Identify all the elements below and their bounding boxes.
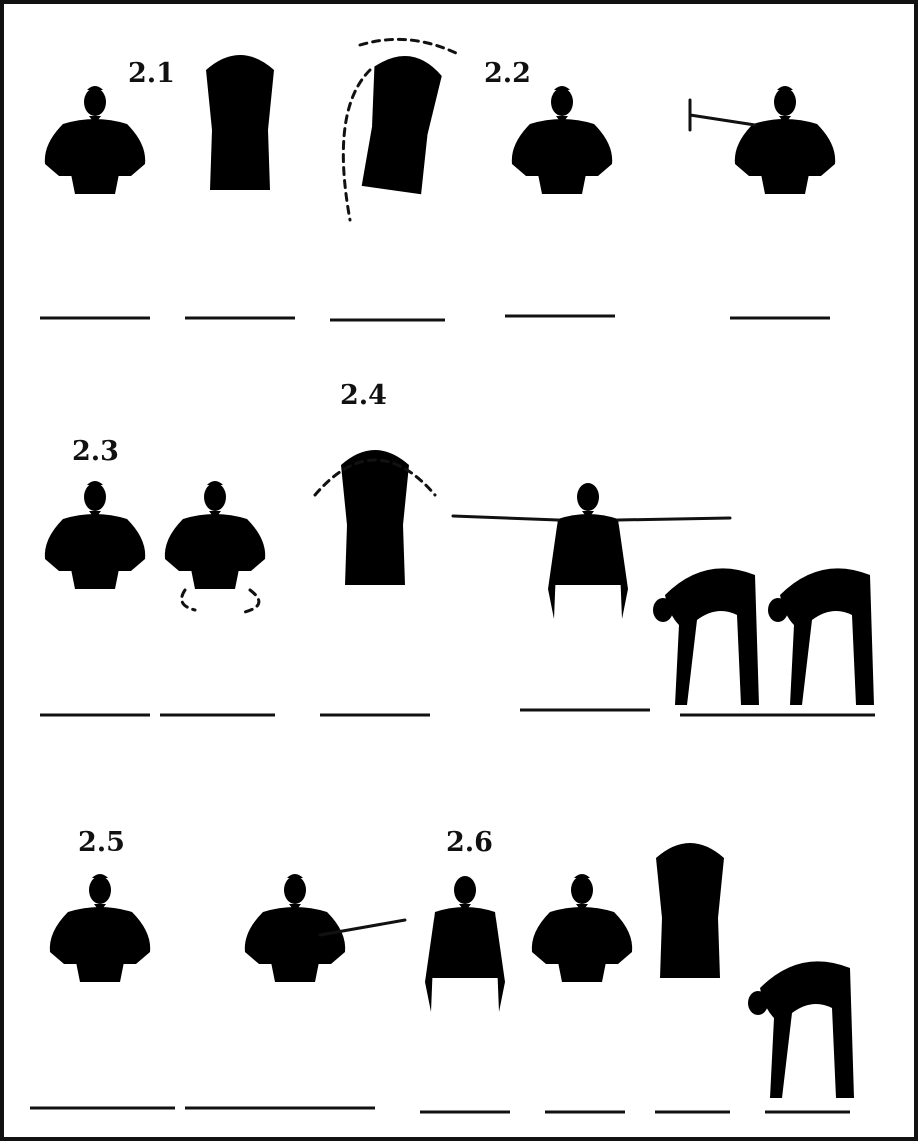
motion-arc-2-2 — [343, 70, 370, 220]
figure-2-6-c — [652, 843, 728, 1102]
motion-hip-circle — [182, 590, 259, 612]
row-2-figures — [45, 450, 874, 709]
figure-2-6-b — [532, 874, 632, 1102]
row-3-figures — [50, 843, 854, 1102]
figure-2-6-d — [748, 961, 854, 1102]
figure-2-4-bend-side — [653, 568, 759, 709]
row-1-figures — [45, 39, 835, 318]
figure-2-6-a — [425, 876, 505, 1102]
figure-2-4-bend-front — [768, 568, 874, 709]
figure-2-1-a — [45, 86, 145, 314]
figure-2-2-arm-extended — [690, 86, 835, 314]
figure-2-5-lunge — [245, 874, 405, 1102]
ground-lines — [30, 316, 875, 1112]
figure-2-2-side-bend — [337, 51, 448, 318]
motion-arc-2-2-top — [360, 39, 460, 55]
figure-2-3-a — [45, 481, 145, 709]
figure-2-3-b — [165, 481, 265, 709]
figure-2-4-a — [337, 450, 413, 709]
figure-2-1-b — [202, 55, 278, 314]
figure-2-2-a — [512, 86, 612, 314]
figure-2-5-a — [50, 874, 150, 1102]
